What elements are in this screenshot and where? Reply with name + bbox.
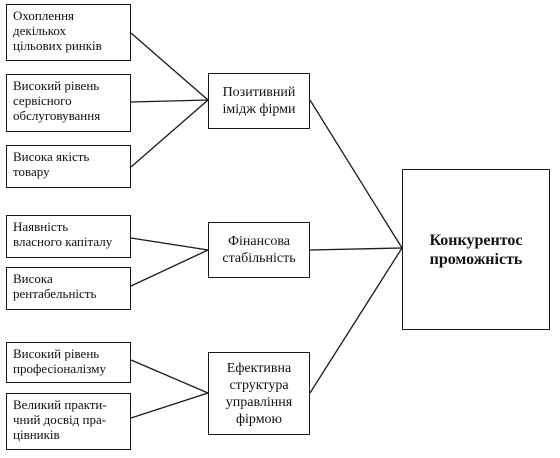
group-box-positive-image: Позитивний імідж фірми <box>208 73 310 129</box>
connector-line <box>130 392 209 419</box>
connector-line <box>130 99 209 103</box>
result-box-competitiveness: Конкурентос проможність <box>402 169 550 330</box>
connector-line <box>309 99 403 249</box>
factor-box-professionalism: Високий рівень професіоналізму <box>6 342 131 383</box>
connector-line <box>309 247 403 394</box>
connector-line <box>130 249 209 287</box>
connector-line <box>130 359 209 394</box>
factor-box-target-markets: Охоплення декількох цільових ринків <box>6 4 131 61</box>
connector-line <box>130 237 209 251</box>
connector-line <box>309 247 403 251</box>
group-box-management-structure: Ефективна структура управління фірмою <box>208 352 310 435</box>
factor-box-profitability: Висока рентабельність <box>6 267 131 310</box>
connector-line <box>130 99 209 168</box>
factor-box-service-level: Високий рівень сервісного обслуговування <box>6 74 131 132</box>
connector-line <box>130 32 209 101</box>
group-box-financial-stability: Фінансова стабільність <box>208 222 310 278</box>
factor-box-product-quality: Висока якість товару <box>6 145 131 188</box>
factor-box-own-capital: Наявність власного капіталу <box>6 215 131 258</box>
factor-box-experience: Великий практи- чний досвід пра- цівникі… <box>6 393 131 450</box>
